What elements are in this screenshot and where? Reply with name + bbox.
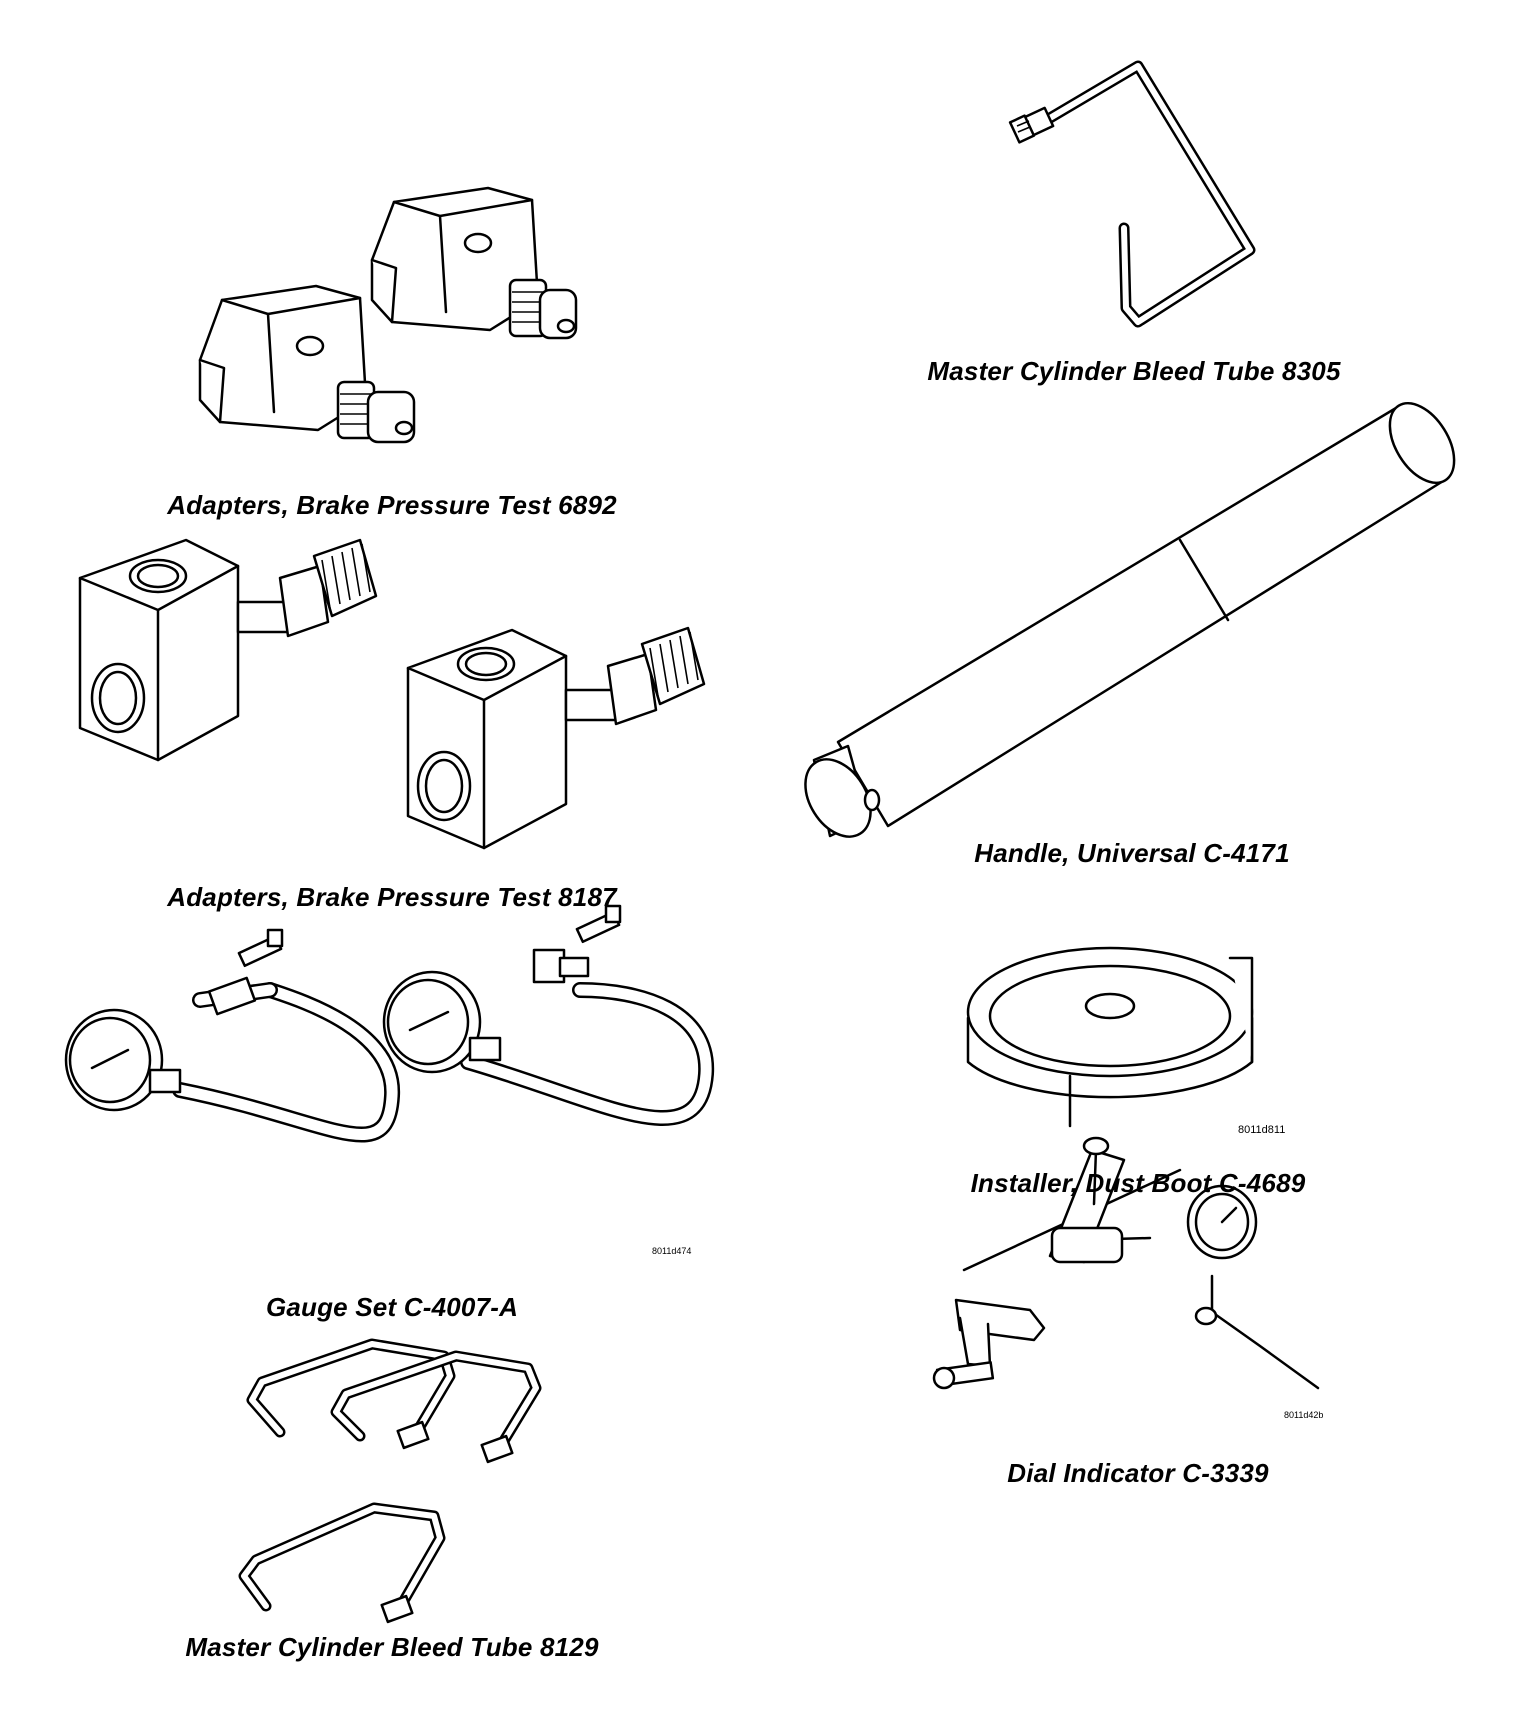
caption-handle-c4171: Handle, Universal C-4171	[974, 838, 1290, 868]
dial-indicator-icon	[932, 1136, 1320, 1390]
dust-boot-installer-icon	[966, 946, 1254, 1128]
caption-gauge-set: Gauge Set C-4007-A	[265, 1292, 519, 1322]
gauge-set-icon	[64, 904, 715, 1143]
caption-adapters-8187: Adapters, Brake Pressure Test 8187	[167, 882, 617, 912]
caption-dial-indicator: Dial Indicator C-3339	[1007, 1458, 1269, 1488]
caption-bleed-tube-8129: Master Cylinder Bleed Tube 8129	[185, 1632, 599, 1662]
caption-installer-c4689: Installer, Dust Boot C-4689	[970, 1168, 1306, 1198]
handle-icon	[804, 401, 1456, 838]
caption-bleed-tube-8305: Master Cylinder Bleed Tube 8305	[927, 356, 1341, 386]
bleed-tube-8129-icon	[238, 1338, 542, 1624]
figure-id-dial: 8011d42b	[1284, 1410, 1324, 1420]
figure-id-gauge: 8011d474	[652, 1246, 692, 1256]
adapter-8187-icon	[78, 538, 706, 850]
bleed-tube-8305-icon	[1008, 60, 1256, 328]
figure-id-installer: 8011d811	[1238, 1124, 1286, 1136]
adapter-6892-icon	[198, 186, 578, 444]
caption-adapters-6892: Adapters, Brake Pressure Test 6892	[167, 490, 617, 520]
